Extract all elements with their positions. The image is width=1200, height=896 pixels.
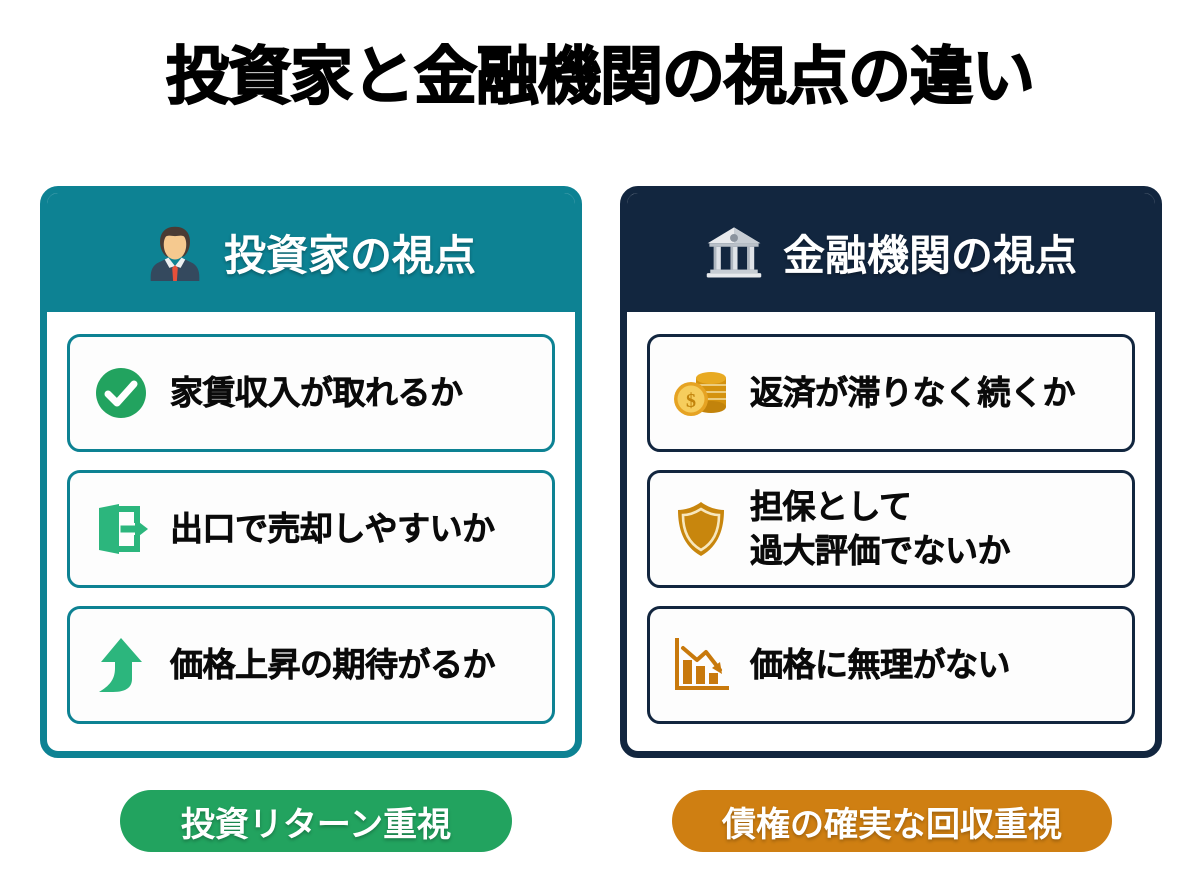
bank-item-3: 価格に無理がない	[647, 606, 1135, 724]
svg-text:$: $	[686, 390, 696, 412]
bank-building-icon	[705, 223, 763, 281]
shield-icon	[672, 500, 730, 558]
investor-card-body: 家賃収入が取れるか 出口で売却しやすいか	[47, 312, 575, 744]
footer-pills: 投資リターン重視 債権の確実な回収重視	[0, 790, 1200, 860]
investor-item-3-label: 価格上昇の期待がるか	[170, 646, 496, 684]
financial-institution-summary-pill: 債権の確実な回収重視	[672, 790, 1112, 852]
exit-door-icon	[92, 500, 150, 558]
investor-item-2: 出口で売却しやすいか	[67, 470, 555, 588]
investor-item-3: 価格上昇の期待がるか	[67, 606, 555, 724]
bank-item-2: 担保として 過大評価でないか	[647, 470, 1135, 588]
businessman-avatar-icon	[146, 223, 204, 281]
financial-institution-card-title: 金融機関の視点	[782, 231, 1077, 279]
check-circle-icon	[92, 364, 150, 422]
investor-item-2-label: 出口で売却しやすいか	[170, 510, 496, 548]
investor-card-header: 投資家の視点	[47, 193, 575, 312]
investor-summary-pill: 投資リターン重視	[120, 790, 512, 852]
investor-card-title: 投資家の視点	[223, 231, 476, 279]
bank-item-3-label: 価格に無理がない	[750, 646, 1011, 684]
investor-card: 投資家の視点 家賃収入が取れるか	[40, 186, 582, 758]
investor-item-1-label: 家賃収入が取れるか	[170, 374, 464, 412]
comparison-cards: 投資家の視点 家賃収入が取れるか	[0, 186, 1200, 766]
declining-bar-chart-icon	[672, 636, 730, 694]
investor-item-1: 家賃収入が取れるか	[67, 334, 555, 452]
financial-institution-card: 金融機関の視点 $	[620, 186, 1162, 758]
bank-item-2-label: 担保として 過大評価でないか	[750, 488, 1011, 570]
financial-institution-card-header: 金融機関の視点	[627, 193, 1155, 312]
bank-item-1: $ 返済が滞りなく続くか	[647, 334, 1135, 452]
bank-item-1-label: 返済が滞りなく続くか	[750, 374, 1076, 412]
page-title: 投資家と金融機関の視点の違い	[165, 41, 1036, 113]
coin-stack-icon: $	[672, 364, 730, 422]
up-arrow-icon	[92, 636, 150, 694]
financial-institution-card-body: $ 返済が滞りなく続くか 担保として 過大評価でないか	[627, 312, 1155, 744]
